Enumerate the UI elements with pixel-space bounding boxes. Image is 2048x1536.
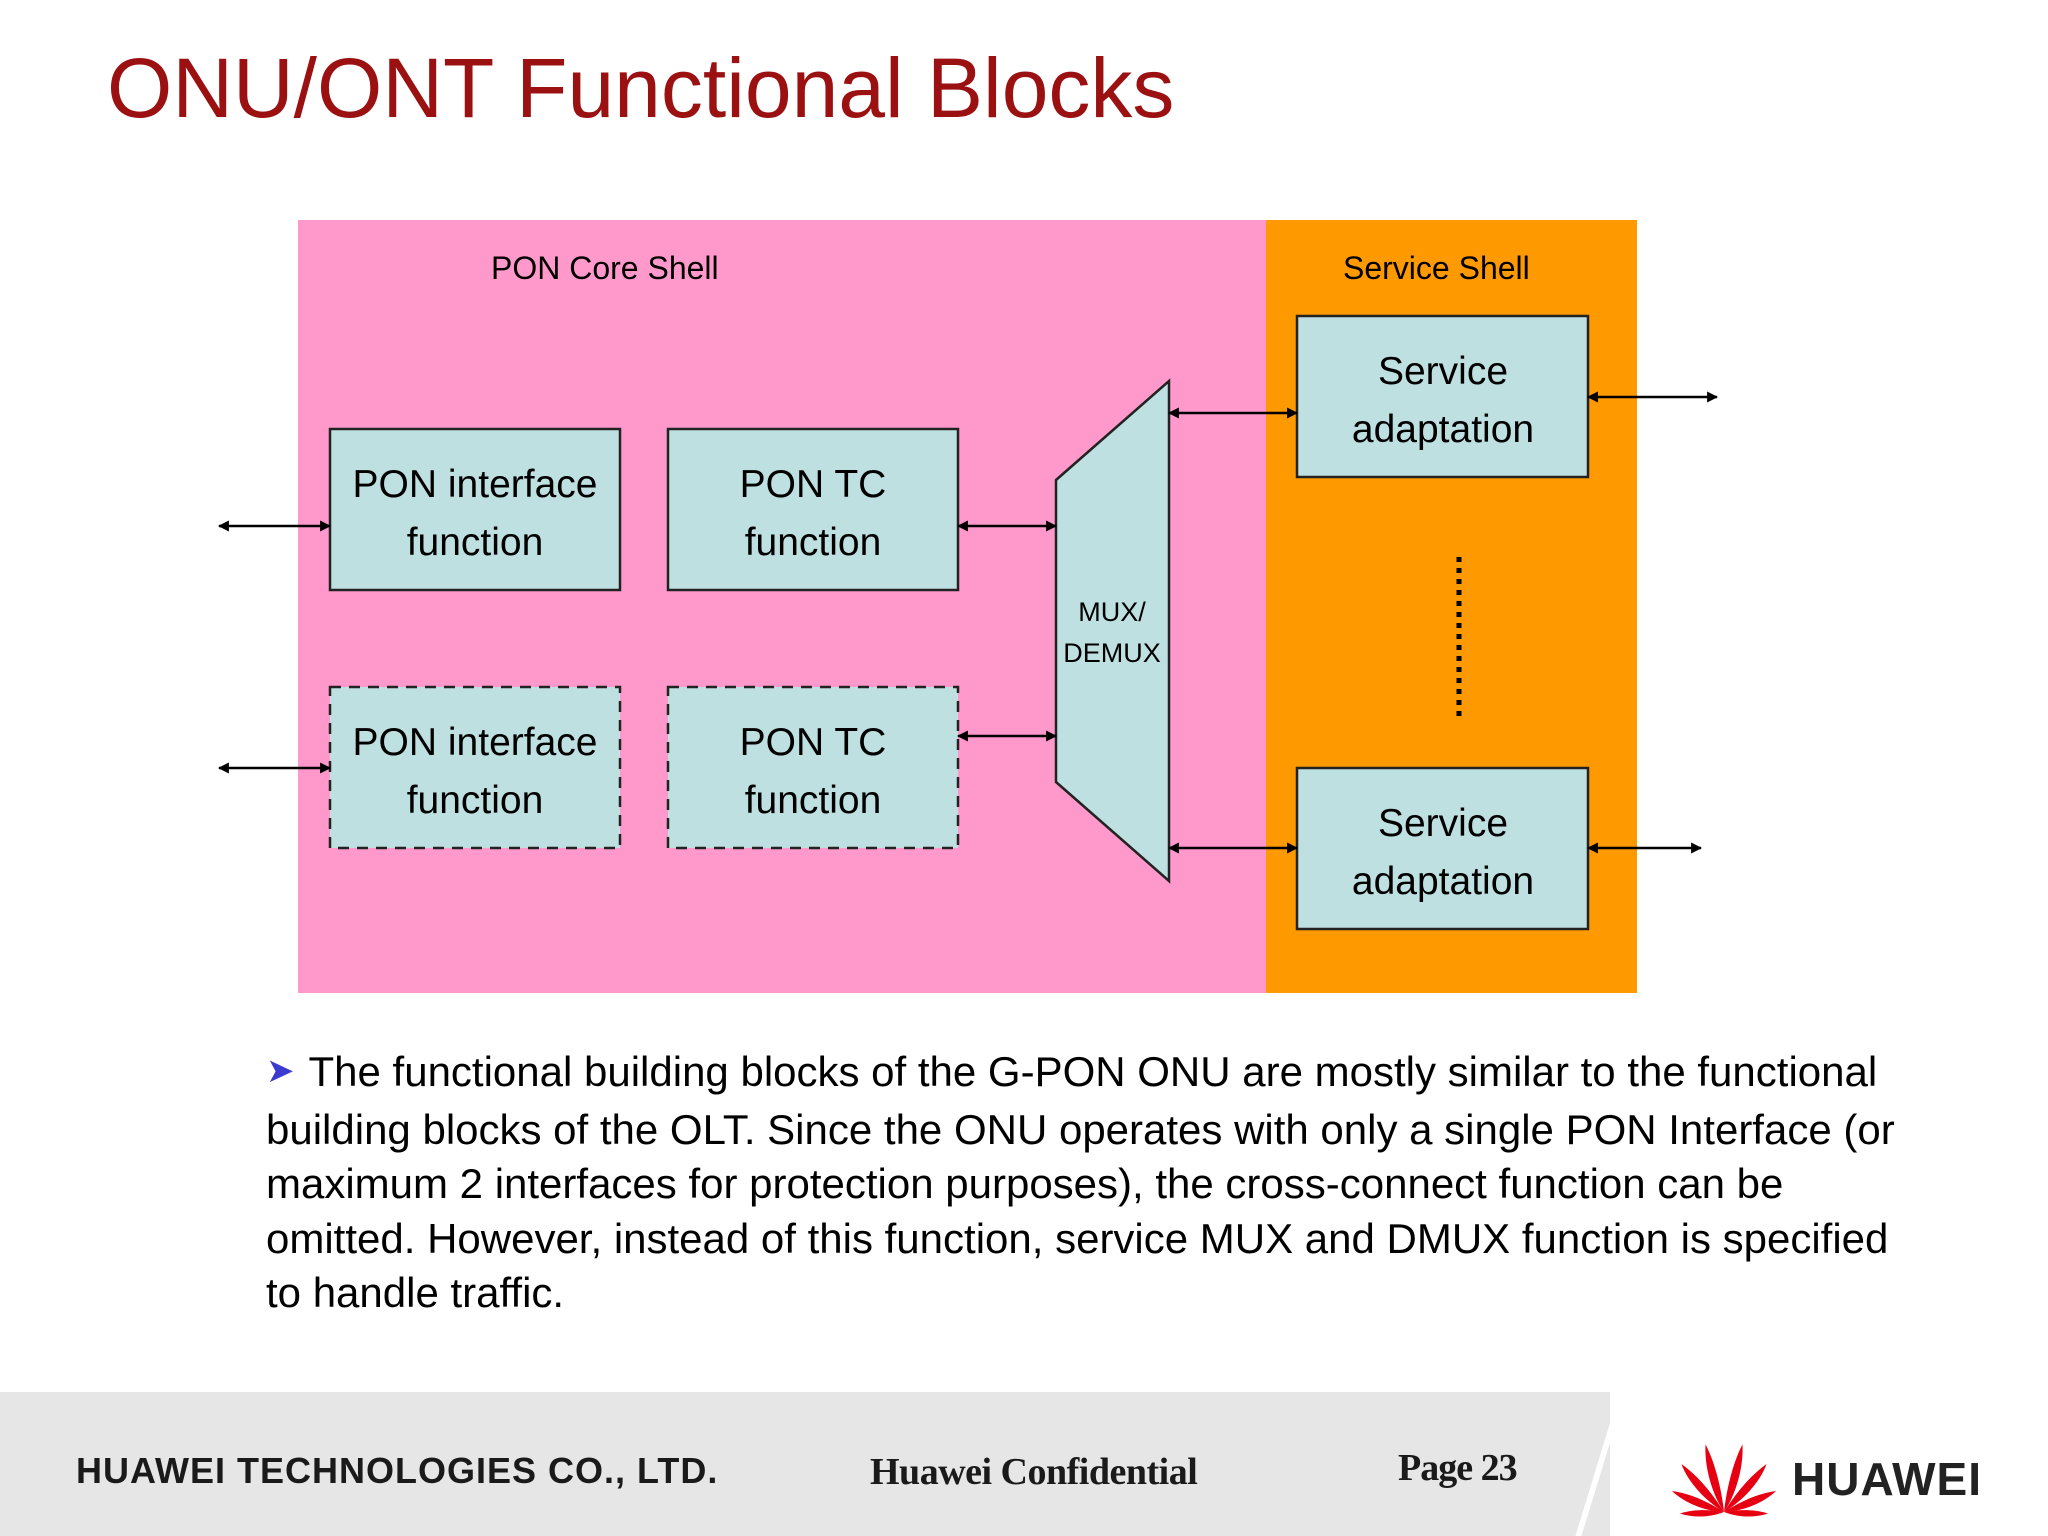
huawei-logo-icon	[1671, 1444, 1777, 1517]
slide-title: ONU/ONT Functional Blocks	[107, 41, 1175, 135]
pon-core-shell-label: PON Core Shell	[491, 250, 719, 286]
mux-line1: MUX/	[1078, 597, 1146, 627]
service-adaptation-block-1	[1295, 314, 1590, 479]
bullet-paragraph: ➤The functional building blocks of the G…	[266, 1045, 1906, 1321]
service-adaptation-2-line1: Service	[1378, 802, 1508, 845]
service-adaptation-1-line1: Service	[1378, 350, 1508, 393]
pon-tc-1-line2: function	[745, 521, 882, 564]
pon-interface-2-line1: PON interface	[353, 721, 598, 764]
pon-tc-1-line1: PON TC	[740, 463, 887, 506]
pon-interface-block-1	[328, 427, 622, 592]
mux-line2: DEMUX	[1063, 638, 1161, 668]
pon-tc-block-2	[666, 685, 960, 850]
pon-tc-2-line2: function	[745, 779, 882, 822]
huawei-logo-text: HUAWEI	[1792, 1453, 1982, 1505]
pon-tc-block-1	[666, 427, 960, 592]
bullet-arrow-icon: ➤	[266, 1052, 295, 1090]
onu-functional-block-diagram: PON Core Shell Service Shell PON interfa…	[217, 220, 1719, 993]
pon-interface-block-2	[328, 685, 622, 850]
footer-page-number: Page 23	[1398, 1447, 1518, 1489]
service-shell-label: Service Shell	[1343, 250, 1530, 286]
mux-demux-block	[1054, 378, 1171, 884]
pon-interface-1-line1: PON interface	[353, 463, 598, 506]
service-adaptation-block-2	[1295, 766, 1590, 931]
footer-confidential: Huawei Confidential	[870, 1451, 1198, 1493]
footer-company: HUAWEI TECHNOLOGIES CO., LTD.	[76, 1450, 719, 1491]
pon-interface-2-line2: function	[407, 779, 544, 822]
pon-interface-1-line2: function	[407, 521, 544, 564]
bullet-text: The functional building blocks of the G-…	[266, 1048, 1895, 1316]
service-adaptation-2-line2: adaptation	[1352, 860, 1534, 903]
footer-logo-area	[1610, 1392, 2048, 1536]
pon-tc-2-line1: PON TC	[740, 721, 887, 764]
service-adaptation-1-line2: adaptation	[1352, 408, 1534, 451]
